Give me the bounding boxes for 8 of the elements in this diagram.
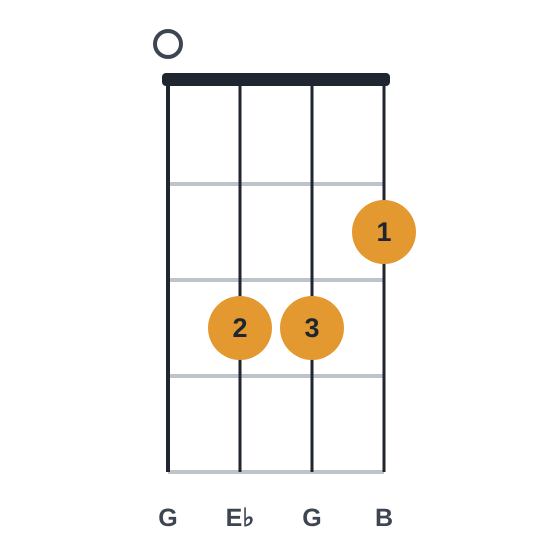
string-name: E♭ — [224, 504, 256, 532]
open-string-circle — [153, 29, 183, 59]
string-name: B — [374, 504, 394, 532]
finger-number: 3 — [304, 312, 320, 344]
finger-number: 1 — [376, 216, 392, 248]
string-name: G — [301, 504, 323, 532]
finger-number: 2 — [232, 312, 248, 344]
string-name: G — [157, 504, 179, 532]
